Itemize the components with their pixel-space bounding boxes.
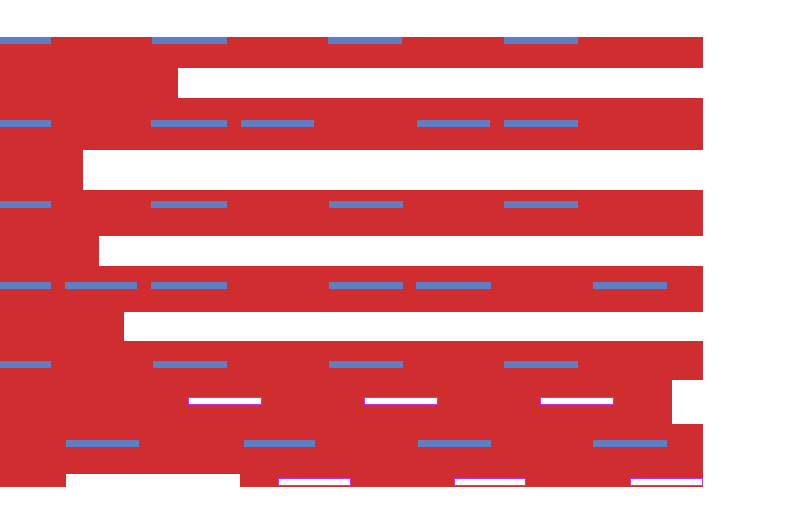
- blue-line-segment: [593, 440, 667, 447]
- highlight-bar: [630, 478, 703, 486]
- blue-line-segment: [329, 201, 403, 208]
- blue-line-segment: [0, 201, 51, 208]
- blue-line-segment: [329, 282, 403, 289]
- blue-line-segment: [504, 120, 578, 127]
- gap-right-step: [672, 380, 703, 424]
- highlight-bar: [364, 397, 438, 405]
- blue-line-segment: [151, 282, 227, 289]
- blue-line-segment: [153, 361, 227, 368]
- blue-line-segment: [65, 282, 137, 289]
- blue-line-segment: [66, 440, 139, 447]
- gap-stripe-1: [178, 68, 703, 98]
- gap-stripe-2: [83, 150, 703, 190]
- highlight-bar: [188, 397, 262, 405]
- highlight-bar: [278, 478, 351, 486]
- blue-line-segment: [416, 282, 491, 289]
- blue-line-segment: [151, 120, 227, 127]
- highlight-bar: [540, 397, 614, 405]
- blue-line-segment: [152, 37, 227, 44]
- highlight-bar: [454, 478, 526, 486]
- gap-stripe-3: [99, 236, 703, 266]
- blue-line-segment: [418, 440, 491, 447]
- blue-line-segment: [504, 37, 578, 44]
- blue-line-segment: [504, 361, 578, 368]
- blue-line-segment: [328, 37, 402, 44]
- blue-line-segment: [0, 37, 51, 44]
- blue-line-segment: [0, 120, 51, 127]
- blue-line-segment: [417, 120, 490, 127]
- gap-stripe-4: [124, 312, 703, 341]
- gap-bottom-notch: [66, 474, 240, 487]
- blue-line-segment: [0, 361, 51, 368]
- blue-line-segment: [244, 440, 315, 447]
- blue-line-segment: [593, 282, 667, 289]
- blue-line-segment: [151, 201, 227, 208]
- blue-line-segment: [0, 282, 51, 289]
- blue-line-segment: [241, 120, 314, 127]
- blue-line-segment: [504, 201, 578, 208]
- blue-line-segment: [329, 361, 403, 368]
